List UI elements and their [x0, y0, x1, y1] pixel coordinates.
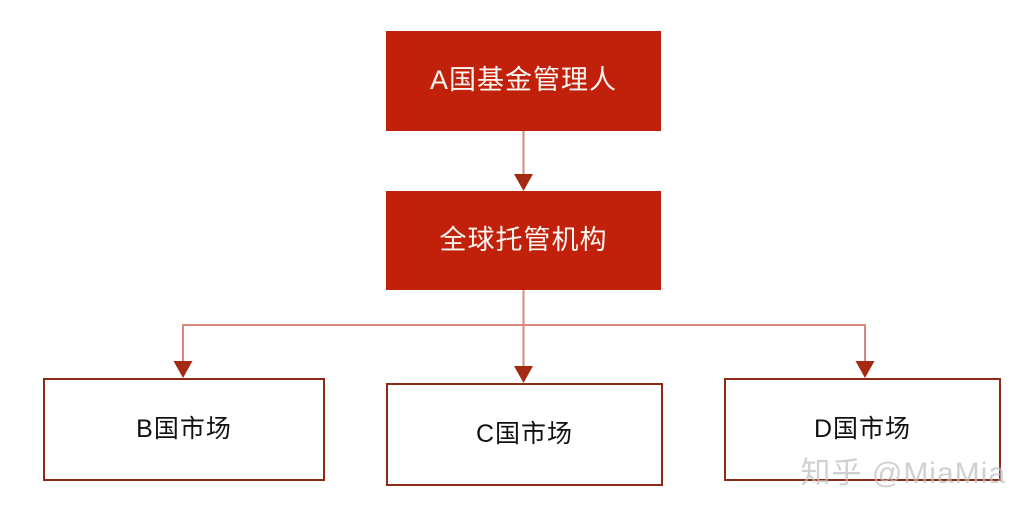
connector-global-custody-to-market-b [173, 325, 193, 378]
node-global-custody-label: 全球托管机构 [439, 224, 608, 255]
arrowhead-down-icon [514, 174, 533, 191]
connector-fund-manager-to-global-custody [514, 131, 533, 191]
node-fund-manager-label: A国基金管理人 [429, 65, 617, 96]
node-market-d-label: D国市场 [813, 414, 912, 443]
node-market-b[interactable]: B国市场 [43, 378, 325, 481]
node-market-c-label: C国市场 [475, 419, 574, 448]
arrowhead-down-icon [173, 361, 193, 378]
connector-global-custody-to-market-c [514, 325, 533, 383]
node-market-b-label: B国市场 [136, 414, 232, 443]
node-fund-manager[interactable]: A国基金管理人 [386, 31, 661, 131]
node-global-custody[interactable]: 全球托管机构 [386, 191, 661, 290]
node-market-c[interactable]: C国市场 [386, 383, 663, 486]
connector-global-custody-to-market-d [855, 325, 875, 378]
arrowhead-down-icon [514, 366, 533, 383]
arrowhead-down-icon [855, 361, 875, 378]
node-market-d[interactable]: D国市场 [724, 378, 1001, 481]
